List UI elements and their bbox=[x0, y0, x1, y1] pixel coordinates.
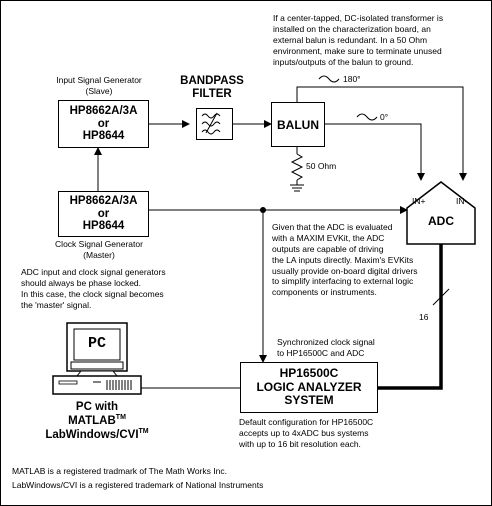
input-generator-or: or bbox=[97, 117, 110, 130]
clock-junction-dot bbox=[260, 207, 266, 213]
balun-0-label: 0° bbox=[380, 112, 389, 122]
wire-balun-180 bbox=[296, 86, 467, 181]
logic-analyzer-title: LOGIC ANALYZER bbox=[256, 379, 362, 394]
footer-labwindows: LabWindows/CVI is a registered trademark… bbox=[12, 480, 264, 490]
pc-caption-labwindows: LabWindows/CVITM bbox=[45, 428, 149, 441]
adc-in-plus-label: IN+ bbox=[412, 196, 426, 206]
filter-label-line2: FILTER bbox=[192, 88, 232, 100]
balun-label: BALUN bbox=[277, 117, 319, 132]
default-config-note: Default configuration for HP16500C accep… bbox=[239, 417, 374, 449]
balun-note: If a center-tapped, DC-isolated transfor… bbox=[273, 13, 444, 67]
clock-generator-box: HP8662A/3A or HP8644 bbox=[58, 191, 149, 237]
bus-slash bbox=[432, 288, 450, 306]
adc-output-bus bbox=[378, 244, 443, 390]
pc-caption-line1: PC with bbox=[75, 401, 119, 413]
logic-analyzer-system: SYSTEM bbox=[284, 393, 334, 408]
resistor-label: 50 Ohm bbox=[306, 161, 337, 171]
filter-symbol-icon bbox=[201, 112, 221, 135]
wire-balun-0 bbox=[325, 123, 425, 181]
input-generator-caption: Input Signal Generator (Slave) bbox=[56, 75, 142, 96]
balun-box: BALUN bbox=[271, 102, 325, 147]
footer-matlab: MATLAB is a registered tradmark of The M… bbox=[12, 466, 227, 476]
adc-block bbox=[406, 181, 476, 245]
filter-label-line1: BANDPASS bbox=[180, 75, 244, 87]
evkit-note: Given that the ADC is evaluated with a M… bbox=[272, 222, 418, 298]
sine-0-icon bbox=[356, 113, 378, 121]
logic-analyzer-box: HP16500C LOGIC ANALYZER SYSTEM bbox=[240, 362, 378, 413]
pc-computer-icon bbox=[52, 322, 142, 395]
clock-generator-alt-model: HP8644 bbox=[82, 220, 125, 233]
phase-lock-note: ADC input and clock signal generators sh… bbox=[21, 267, 166, 310]
input-generator-model: HP8662A/3A bbox=[69, 104, 138, 117]
adc-in-minus-label: IN- bbox=[456, 196, 468, 206]
clock-generator-or: or bbox=[97, 207, 110, 220]
bus-width-label: 16 bbox=[419, 312, 429, 322]
input-generator-alt-model: HP8644 bbox=[82, 130, 125, 143]
input-generator-box: HP8662A/3A or HP8644 bbox=[58, 100, 149, 148]
sine-180-icon bbox=[318, 75, 340, 83]
sync-clock-note: Synchronized clock signal to HP16500C an… bbox=[277, 337, 375, 358]
pc-screen-label: PC bbox=[87, 335, 106, 352]
adc-label: ADC bbox=[428, 214, 454, 228]
bandpass-filter-box bbox=[196, 108, 233, 140]
logic-analyzer-model: HP16500C bbox=[279, 366, 339, 381]
clock-generator-model: HP8662A/3A bbox=[69, 194, 138, 207]
pc-caption-matlab: MATLABTM bbox=[68, 414, 126, 427]
clock-generator-caption: Clock Signal Generator (Master) bbox=[55, 239, 143, 260]
balun-180-label: 180° bbox=[343, 74, 361, 84]
resistor-50-ohm bbox=[290, 153, 304, 181]
